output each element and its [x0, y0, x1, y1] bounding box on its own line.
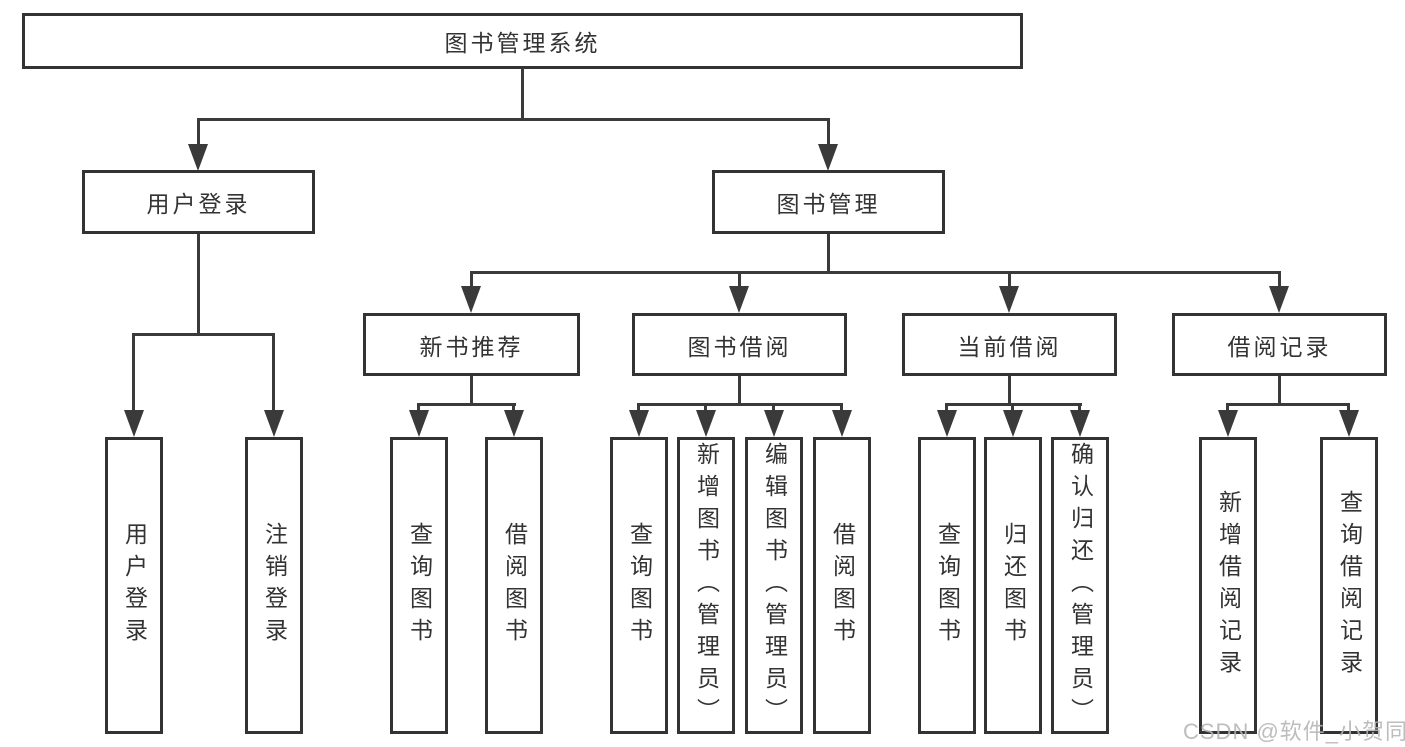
leaf-edit-book-admin: 编辑图书（管理员） — [745, 437, 803, 734]
connector — [1008, 376, 1011, 405]
arrowhead-icon — [124, 410, 144, 437]
arrowhead-icon — [1269, 286, 1289, 313]
leaf-query-books-1: 查询图书 — [390, 437, 448, 734]
connector — [827, 234, 830, 272]
leaf-borrow-books-2: 借阅图书 — [813, 437, 871, 734]
connector — [1347, 403, 1350, 412]
leaf-add-borrow-record: 新增借阅记录 — [1199, 437, 1257, 734]
connector — [1278, 271, 1281, 288]
arrowhead-icon — [818, 144, 838, 171]
connector — [197, 234, 200, 336]
arrowhead-icon — [188, 144, 208, 171]
leaf-query-books-3: 查询图书 — [918, 437, 976, 734]
arrowhead-icon — [937, 410, 957, 437]
arrowhead-icon — [729, 286, 749, 313]
leaf-user-login: 用户登录 — [105, 437, 163, 734]
connector — [197, 118, 200, 148]
arrowhead-icon — [1218, 410, 1238, 437]
node-current-borrow: 当前借阅 — [902, 313, 1117, 376]
connector — [512, 403, 515, 412]
connector — [1278, 376, 1281, 405]
node-book-borrow: 图书借阅 — [632, 313, 847, 376]
connector — [738, 376, 741, 405]
leaf-query-borrow-record: 查询借阅记录 — [1320, 437, 1378, 734]
leaf-add-book-admin: 新增图书（管理员） — [677, 437, 735, 734]
arrowhead-icon — [1070, 410, 1090, 437]
connector — [772, 403, 775, 412]
arrowhead-icon — [696, 410, 716, 437]
csdn-watermark: CSDN @软件_小贺同学 — [1183, 719, 1405, 744]
connector — [521, 68, 524, 121]
arrowhead-icon — [461, 286, 481, 313]
node-book-mgmt: 图书管理 — [712, 170, 945, 234]
leaf-logout: 注销登录 — [245, 437, 303, 734]
connector — [1011, 403, 1014, 412]
connector — [132, 333, 135, 412]
connector — [470, 376, 473, 405]
arrowhead-icon — [629, 410, 649, 437]
connector — [132, 333, 275, 336]
node-root: 图书管理系统 — [22, 13, 1023, 69]
arrowhead-icon — [764, 410, 784, 437]
arrowhead-icon — [504, 410, 524, 437]
connector — [1226, 403, 1229, 412]
leaf-borrow-books-1: 借阅图书 — [485, 437, 543, 734]
leaf-return-book: 归还图书 — [984, 437, 1042, 734]
leaf-confirm-return-admin: 确认归还（管理员） — [1051, 437, 1109, 734]
connector — [827, 118, 830, 148]
arrowhead-icon — [999, 286, 1019, 313]
connector — [704, 403, 707, 412]
arrowhead-icon — [264, 410, 284, 437]
arrowhead-icon — [1339, 410, 1359, 437]
connector — [470, 271, 473, 288]
connector — [840, 403, 843, 412]
connector — [1226, 403, 1350, 406]
node-user-login: 用户登录 — [82, 170, 315, 234]
node-borrow-records: 借阅记录 — [1172, 313, 1387, 376]
connector — [417, 403, 516, 406]
arrowhead-icon — [1003, 410, 1023, 437]
connector — [470, 271, 1281, 274]
node-new-book-rec: 新书推荐 — [363, 313, 580, 376]
connector — [1008, 271, 1011, 288]
arrowhead-icon — [409, 410, 429, 437]
connector — [197, 118, 830, 121]
connector — [1078, 403, 1081, 412]
connector — [272, 333, 275, 412]
leaf-query-books-2: 查询图书 — [610, 437, 668, 734]
connector — [417, 403, 420, 412]
connector — [637, 403, 843, 406]
arrowhead-icon — [832, 410, 852, 437]
connector — [637, 403, 640, 412]
connector — [945, 403, 948, 412]
connector — [738, 271, 741, 288]
